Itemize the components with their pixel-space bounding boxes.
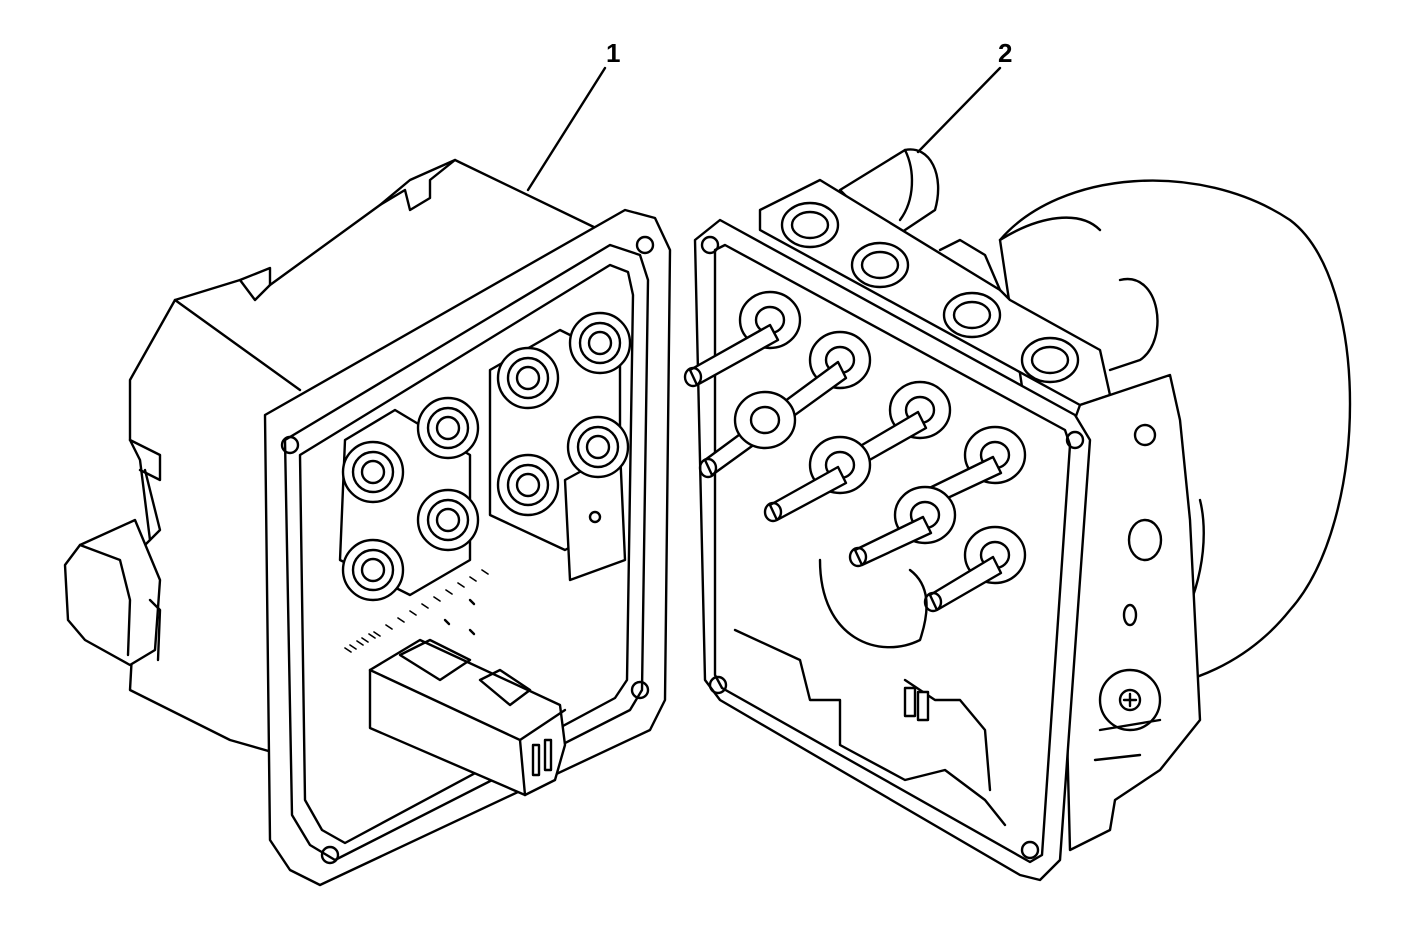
callout-1: 1 (526, 38, 620, 192)
callout-2-label: 2 (998, 38, 1012, 68)
modulator-block-top (758, 178, 1112, 407)
modulator-side-housing (1058, 373, 1202, 852)
control-module-assembly (63, 158, 672, 887)
callout-1-leader-line (526, 66, 607, 192)
accumulator-cylinder (838, 148, 940, 242)
hydraulic-modulator-assembly (683, 148, 1352, 882)
valve-coil-array (338, 311, 632, 602)
brake-line-ports (780, 201, 1080, 384)
callout-2-leader-line (916, 66, 1002, 154)
callout-2: 2 (916, 38, 1012, 154)
pump-motor-connector (368, 638, 567, 797)
valve-stems (683, 290, 1027, 613)
module-side-connector (63, 518, 162, 667)
callout-1-label: 1 (606, 38, 620, 68)
contact-pin-rows (344, 569, 489, 653)
